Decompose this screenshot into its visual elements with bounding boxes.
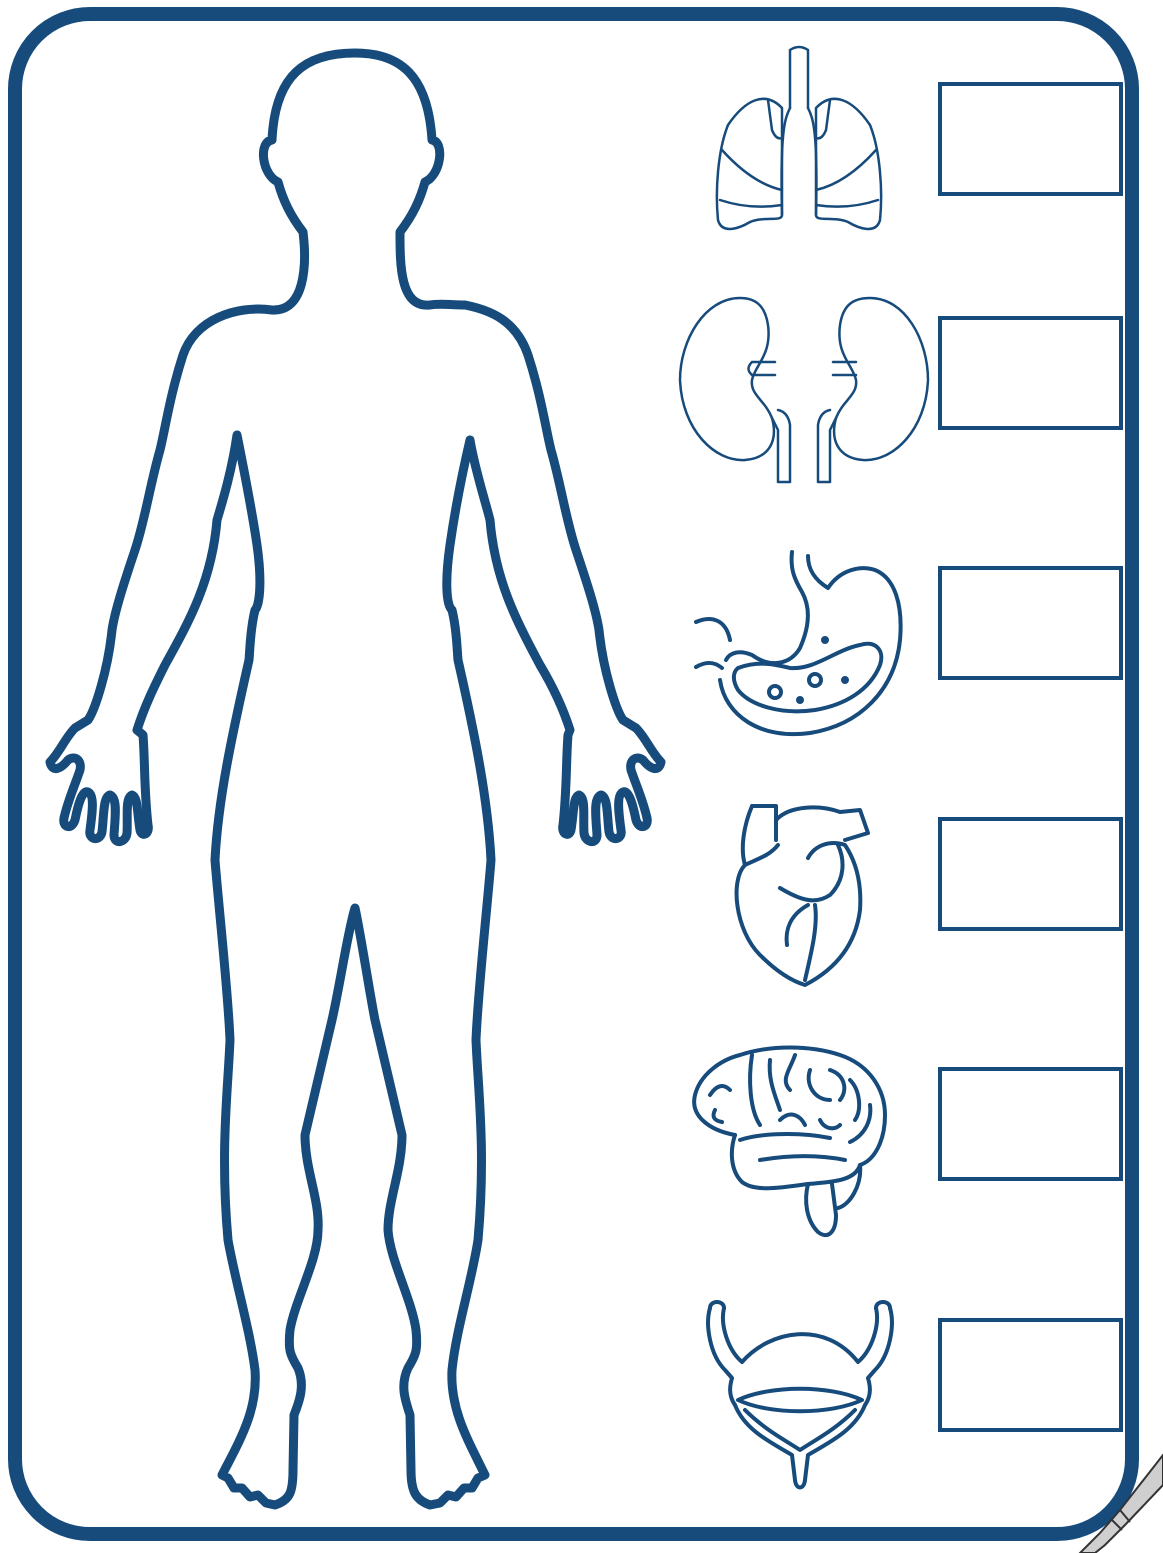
- answer-box-brain[interactable]: [940, 1069, 1121, 1179]
- brain-icon: [694, 1048, 885, 1236]
- answer-box-kidneys[interactable]: [940, 318, 1121, 428]
- answer-box-heart[interactable]: [940, 819, 1121, 929]
- kidneys-icon: [680, 298, 928, 482]
- heart-icon: [737, 806, 868, 985]
- lungs-icon: [717, 47, 881, 229]
- answer-box-lungs[interactable]: [940, 84, 1121, 194]
- answer-box-bladder[interactable]: [940, 1320, 1121, 1430]
- stomach-icon: [696, 552, 901, 734]
- bladder-icon: [708, 1302, 892, 1488]
- pencil-icon: [1080, 1455, 1163, 1553]
- human-body-outline: [50, 53, 661, 1505]
- answer-box-stomach[interactable]: [940, 568, 1121, 678]
